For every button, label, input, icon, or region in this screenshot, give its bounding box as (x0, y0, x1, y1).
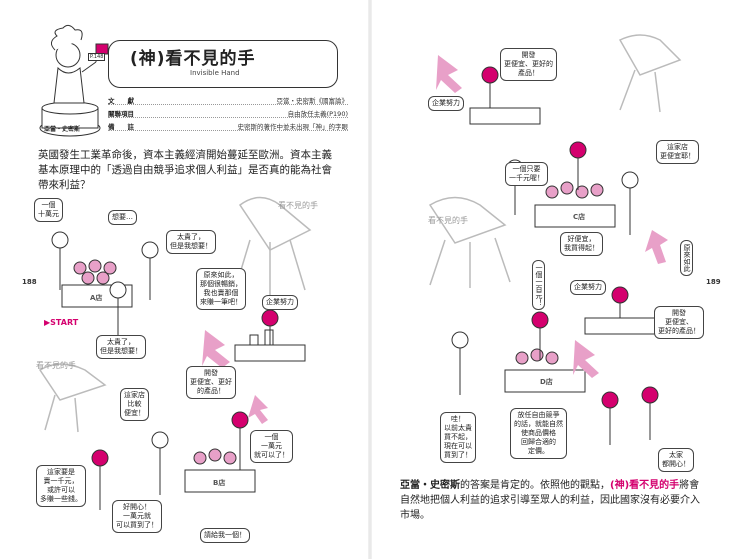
bubble-too-expensive-1: 太貴了， 但是我想要！ (166, 230, 216, 254)
bubble-only-1000: 一個只要 一千元喔！ (505, 162, 548, 186)
invisible-hand-label-right: 看不見的手 (428, 216, 468, 225)
bubble-give-one: 請給我一個！ (200, 528, 250, 543)
meta-row-literature: 文 獻 亞當・史密斯《國富論》 (108, 95, 348, 105)
adam-smith-statue-icon (39, 24, 109, 137)
meta-value: 史密斯的著作中並未出現「神」的字眼 (237, 123, 349, 131)
meta-label: 關聯項目 (108, 110, 134, 118)
invisible-hand-icon (234, 196, 312, 295)
workshop-icon (234, 329, 306, 362)
bubble-i-see: 原來如此， 那個很暢銷， 我也賣那個 來賺一筆吧！ (196, 268, 246, 310)
meta-label: 文 獻 (108, 97, 134, 105)
invisible-hand-icon-3 (428, 34, 682, 288)
book-gutter (368, 0, 372, 559)
bubble-too-expensive-2: 太貴了， 但是我想要！ (96, 335, 146, 359)
meta-value: 自由放任主義(P190) (287, 110, 348, 118)
title-bubble (108, 40, 338, 88)
bubble-want: 想要… (108, 210, 137, 225)
conclusion-highlight: (神)看不見的手 (610, 480, 680, 491)
meta-row-notes: 備 註 史密斯的著作中並未出現「神」的字眼 (108, 121, 348, 131)
stall-c-icon (534, 181, 616, 228)
bubble-only-100: 一個一百元！ (532, 260, 545, 310)
bubble-company-effort-2: 企業努力 (428, 96, 464, 111)
page-number-right: 189 (706, 278, 721, 286)
conclusion-text-1: 的答案是肯定的。依照他的觀點， (460, 480, 610, 491)
bubble-wow-cheap: 哇！ 以前太貴 買不起， 現在可以 買到了！ (440, 412, 476, 463)
page-number-left: 188 (22, 278, 37, 286)
bubble-happy-all: 太家 都開心！ (658, 448, 694, 472)
bubble-so-cheap: 好便宜， 我買得起！ (560, 232, 603, 256)
bubble-develop-3: 開發 更便宜、 更好的產品！ (654, 306, 704, 339)
bubble-cheaper-shop: 這家店 比較 便宜！ (120, 388, 149, 421)
stall-d-icon (504, 348, 586, 393)
meta-value: 亞當・史密斯《國富論》 (276, 97, 349, 105)
conclusion-lead: 亞當・史密斯 (400, 480, 460, 491)
stall-d-label: D店 (540, 378, 553, 386)
people-icon (51, 66, 659, 510)
bubble-price-10k: 一個 十萬元 (34, 198, 63, 222)
invisible-hand-label-2: 看不見的手 (36, 361, 76, 370)
arrow-icon (202, 55, 668, 424)
bubble-happy-10k: 好開心！ 一萬元就 可以買到了！ (112, 500, 162, 533)
bubble-company-effort-3: 企業努力 (570, 280, 606, 295)
bubble-develop-2: 開發 更便宜、更好的 產品！ (500, 48, 557, 81)
badge-label: P.148 (88, 53, 106, 61)
meta-label: 備 註 (108, 123, 134, 131)
stall-b-label: B店 (213, 479, 226, 487)
page-subtitle: Invisible Hand (190, 69, 240, 77)
pedestal-label: 亞當・史密斯 (44, 126, 81, 133)
intro-paragraph: 英國發生工業革命後，資本主義經濟開始蔓延至歐洲。資本主義基本原理中的「透過自由競… (38, 149, 332, 191)
bubble-here-cheaper: 這家要是 賣一千元， 或許可以 多賺一些錢。 (36, 465, 86, 507)
bubble-company-effort-1: 企業努力 (262, 295, 298, 310)
bubble-develop-1: 開發 更便宜、更好 的產品！ (186, 366, 236, 399)
bubble-free-competition: 放任自由競爭 的話，就能自然 使商品價格 回歸合適的 定價。 (510, 408, 567, 459)
stall-a-label: A店 (90, 294, 103, 302)
conclusion-paragraph: 亞當・史密斯的答案是肯定的。依照他的觀點，(神)看不見的手將會自然地把個人利益的… (400, 478, 700, 523)
bubble-shop-cheaper: 這家店 更便宜耶！ (656, 140, 699, 164)
invisible-hand-icon-2 (38, 363, 107, 433)
stall-b-icon (184, 448, 256, 493)
meta-row-related: 關聯項目 自由放任主義(P190) (108, 108, 348, 118)
bubble-i-see-2: 原來如此 (680, 240, 693, 276)
conclusion-text-2: 將會自然地把個人利益的追求引導至眾人的利益，因此國家沒有必要介入市場。 (400, 480, 700, 521)
bubble-price-10k-2: 一個 一萬元 就可以了！ (250, 430, 293, 463)
page-title: (神)看不見的手 (130, 49, 256, 69)
invisible-hand-label: 看不見的手 (278, 201, 318, 210)
stall-c-label: C店 (573, 213, 586, 221)
start-label: ▶START (44, 318, 79, 327)
